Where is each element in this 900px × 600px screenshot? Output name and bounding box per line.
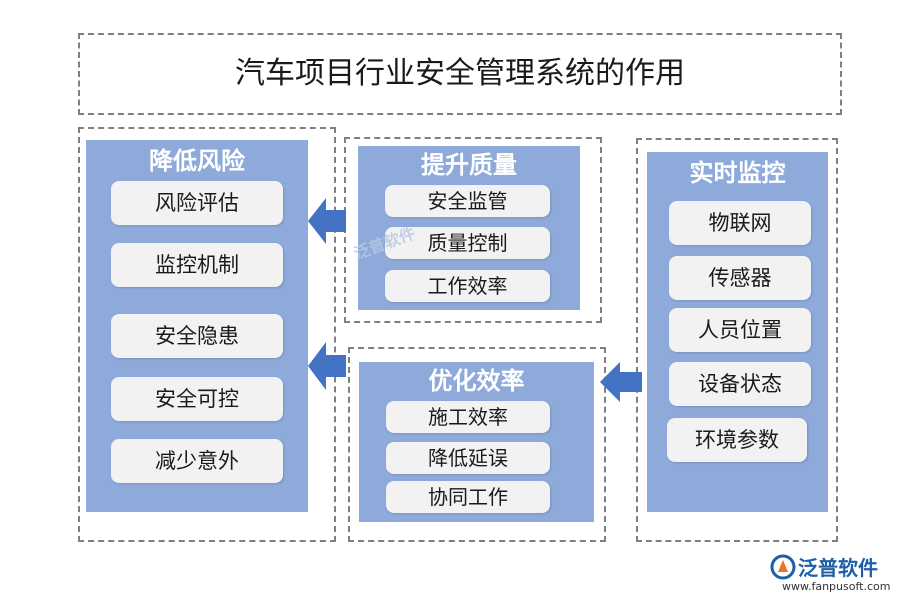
realtime-monitor-item-1: 物联网 bbox=[669, 201, 811, 245]
realtime-monitor-item-5: 环境参数 bbox=[667, 418, 807, 462]
improve-quality-item-1: 安全监管 bbox=[385, 185, 550, 217]
title-frame bbox=[78, 33, 842, 115]
realtime-monitor-item-2: 传感器 bbox=[669, 256, 811, 300]
arrow-monitor-to-efficiency bbox=[600, 362, 642, 402]
reduce-risk-item-2: 监控机制 bbox=[111, 243, 283, 287]
reduce-risk-title: 降低风险 bbox=[149, 146, 245, 175]
reduce-risk-item-3: 安全隐患 bbox=[111, 314, 283, 358]
right-frame bbox=[636, 138, 838, 542]
realtime-monitor-panel: 实时监控 物联网 传感器 人员位置 设备状态 环境参数 bbox=[647, 152, 828, 512]
arrow-efficiency-to-risk bbox=[308, 342, 346, 390]
optimize-efficiency-panel: 优化效率 施工效率 降低延误 协同工作 bbox=[359, 362, 594, 522]
realtime-monitor-item-3: 人员位置 bbox=[669, 308, 811, 352]
optimize-efficiency-item-3: 协同工作 bbox=[386, 481, 550, 513]
optimize-efficiency-item-1: 施工效率 bbox=[386, 401, 550, 433]
improve-quality-item-2: 质量控制 bbox=[385, 227, 550, 259]
logo-name: 泛普软件 bbox=[798, 556, 878, 580]
optimize-efficiency-item-2: 降低延误 bbox=[386, 442, 550, 474]
improve-quality-item-3: 工作效率 bbox=[385, 270, 550, 302]
fanpu-logo-icon bbox=[770, 554, 796, 580]
left-frame bbox=[78, 127, 336, 542]
improve-quality-title: 提升质量 bbox=[421, 150, 517, 179]
reduce-risk-panel: 降低风险 风险评估 监控机制 安全隐患 安全可控 减少意外 bbox=[86, 140, 308, 512]
brand-logo: 泛普软件 www.fanpusoft.com bbox=[766, 552, 896, 598]
arrow-quality-to-risk bbox=[308, 198, 346, 244]
realtime-monitor-item-4: 设备状态 bbox=[669, 362, 811, 406]
realtime-monitor-title: 实时监控 bbox=[689, 158, 786, 187]
efficiency-frame bbox=[348, 347, 606, 542]
optimize-efficiency-title: 优化效率 bbox=[428, 366, 525, 395]
improve-quality-panel: 提升质量 安全监管 质量控制 工作效率 bbox=[358, 146, 580, 310]
reduce-risk-item-5: 减少意外 bbox=[111, 439, 283, 483]
reduce-risk-item-1: 风险评估 bbox=[111, 181, 283, 225]
logo-url: www.fanpusoft.com bbox=[782, 580, 891, 593]
reduce-risk-item-4: 安全可控 bbox=[111, 377, 283, 421]
page-title: 汽车项目行业安全管理系统的作用 bbox=[235, 56, 685, 91]
